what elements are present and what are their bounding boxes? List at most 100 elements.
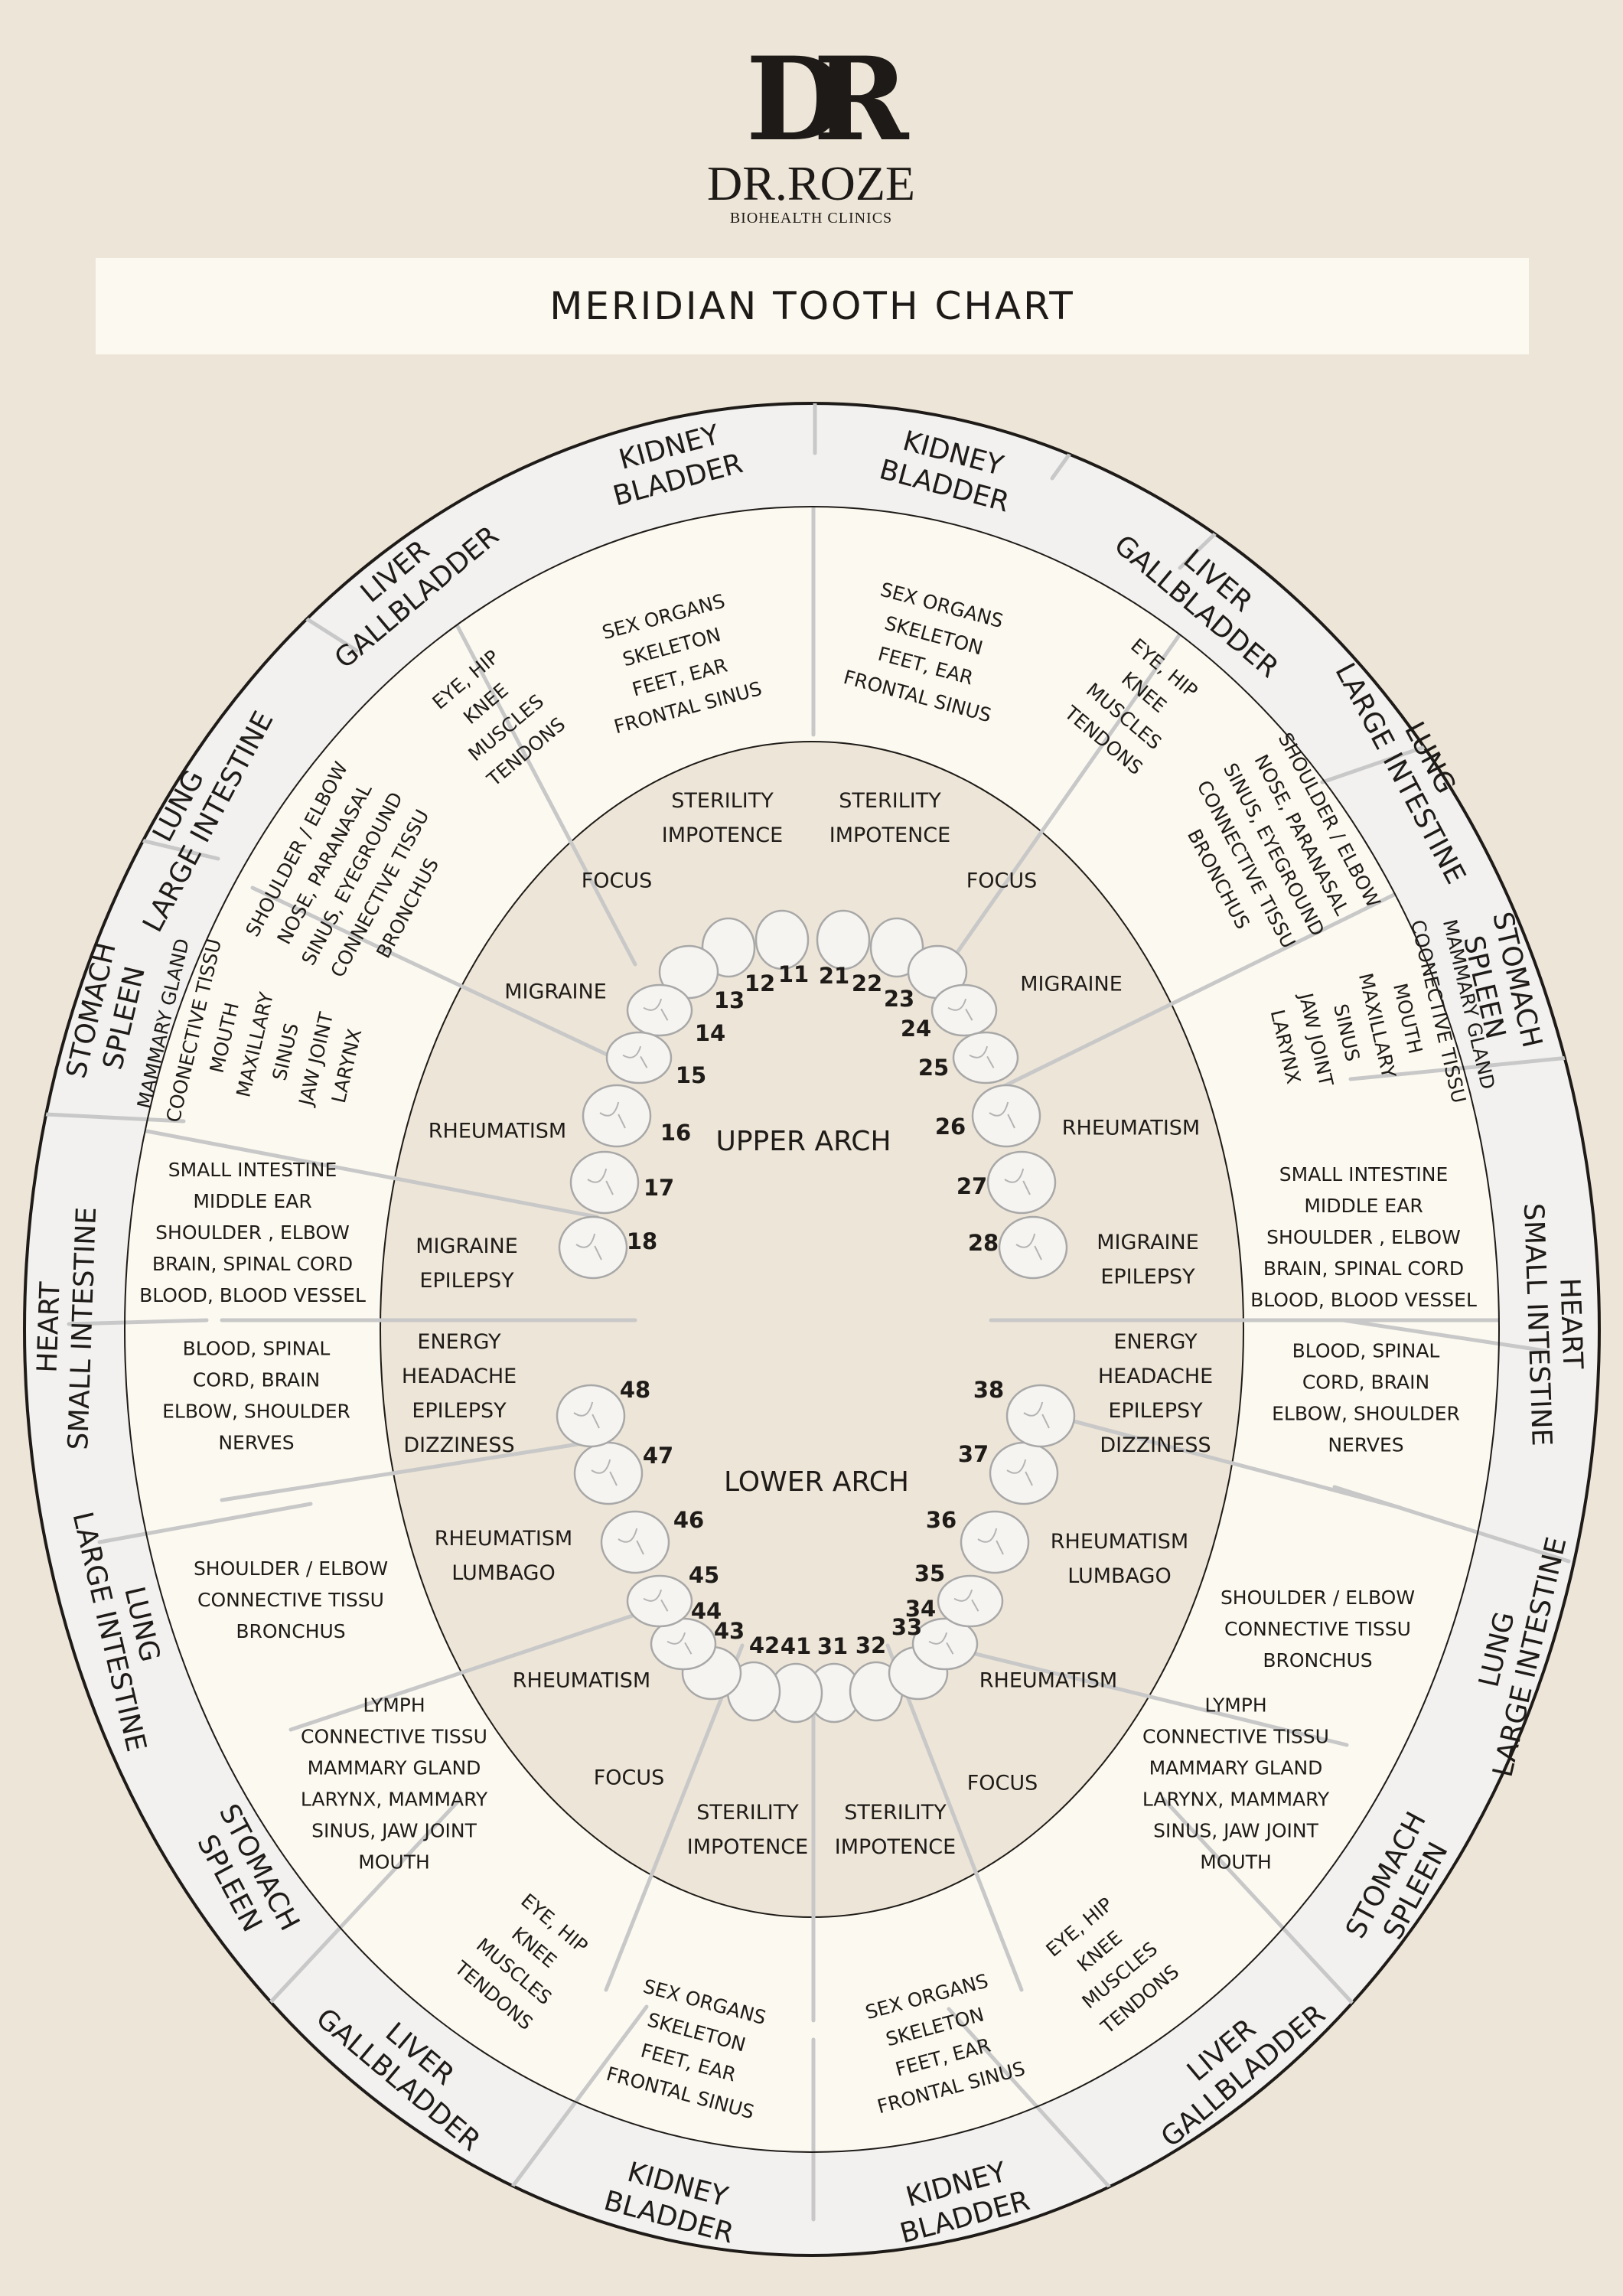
tooth-number: 22 xyxy=(852,970,882,996)
tooth-16[interactable] xyxy=(582,1084,652,1148)
divider-line xyxy=(1008,1402,1403,1510)
symptom-label: MIGRAINE xyxy=(1020,972,1123,996)
divider-line xyxy=(604,1643,745,1992)
tooth-17[interactable] xyxy=(569,1150,640,1215)
tooth-36[interactable] xyxy=(960,1510,1030,1574)
symptom-label: RHEUMATISM xyxy=(979,1668,1117,1692)
tooth-46[interactable] xyxy=(600,1510,670,1574)
tooth-number: 38 xyxy=(973,1377,1004,1403)
tooth-number: 21 xyxy=(819,963,849,989)
tooth-number: 36 xyxy=(926,1507,957,1533)
divider-line xyxy=(220,1437,614,1502)
middle-ring-border xyxy=(124,506,1500,2153)
divider-line xyxy=(250,885,645,1074)
tooth-14[interactable] xyxy=(626,983,693,1037)
tooth-number: 41 xyxy=(781,1633,811,1659)
tooth-number: 13 xyxy=(714,987,745,1013)
symptom-label: RHEUMATISM xyxy=(429,1119,566,1143)
divider-line xyxy=(885,1643,1024,1992)
tooth-11[interactable] xyxy=(754,909,810,970)
brand-tagline: BIOHEALTH CLINICS xyxy=(729,210,893,227)
symptom-label: FOCUS xyxy=(967,1771,1038,1795)
teeth-group xyxy=(556,909,1076,1724)
tooth-number: 27 xyxy=(957,1173,987,1199)
lower-arch-label: LOWER ARCH xyxy=(724,1466,909,1498)
tooth-number: 32 xyxy=(855,1632,886,1658)
tooth-38[interactable] xyxy=(1005,1384,1076,1448)
tooth-15[interactable] xyxy=(605,1031,673,1084)
divider-line xyxy=(985,889,1403,1097)
tooth-number: 18 xyxy=(627,1228,657,1254)
divider-line xyxy=(97,1502,313,1544)
tooth-number: 14 xyxy=(695,1020,725,1046)
tooth-number: 12 xyxy=(745,970,775,996)
tooth-number: 47 xyxy=(643,1443,673,1469)
brand-logo: DR DR.ROZE BIOHEALTH CLINICS xyxy=(658,32,964,227)
title-banner: MERIDIAN TOOTH CHART xyxy=(96,258,1529,354)
tooth-number: 45 xyxy=(689,1562,719,1588)
tooth-number: 31 xyxy=(817,1633,848,1659)
divider-line xyxy=(1348,1054,1586,1081)
tooth-35[interactable] xyxy=(937,1574,1004,1628)
tooth-number: 44 xyxy=(691,1598,722,1624)
divider-line xyxy=(174,533,359,653)
tooth-45[interactable] xyxy=(626,1574,693,1628)
tooth-number: 26 xyxy=(935,1114,966,1140)
tooth-26[interactable] xyxy=(971,1084,1041,1148)
brand-name: DR.ROZE xyxy=(707,156,915,210)
logo-monogram: DR xyxy=(745,32,909,167)
tooth-number: 35 xyxy=(914,1561,945,1587)
symptom-label: RHEUMATISM xyxy=(513,1668,650,1692)
tooth-number: 23 xyxy=(884,986,914,1012)
divider-line xyxy=(267,403,521,455)
tooth-number: 24 xyxy=(901,1016,931,1042)
symptom-label: FOCUS xyxy=(966,869,1038,892)
tooth-21[interactable] xyxy=(816,909,871,970)
tooth-number: 28 xyxy=(968,1230,999,1256)
tooth-47[interactable] xyxy=(573,1441,644,1505)
tooth-25[interactable] xyxy=(952,1031,1019,1084)
divider-line xyxy=(266,1796,463,2007)
tooth-number: 15 xyxy=(676,1062,706,1088)
tooth-number: 42 xyxy=(749,1632,780,1658)
tooth-24[interactable] xyxy=(930,983,998,1037)
tooth-number: 48 xyxy=(620,1377,650,1403)
tooth-number: 46 xyxy=(673,1507,704,1533)
tooth-number: 11 xyxy=(778,961,809,987)
tooth-37[interactable] xyxy=(989,1441,1059,1505)
tooth-27[interactable] xyxy=(986,1150,1057,1215)
symptom-label: RHEUMATISM xyxy=(1062,1116,1200,1140)
tooth-number: 43 xyxy=(714,1618,745,1644)
chart-rings xyxy=(23,402,1601,2257)
divider-line xyxy=(67,1318,209,1326)
tooth-28[interactable] xyxy=(998,1215,1068,1280)
tooth-48[interactable] xyxy=(556,1384,626,1448)
tooth-number: 17 xyxy=(644,1175,674,1201)
divider-line xyxy=(1178,403,1357,570)
tooth-34[interactable] xyxy=(911,1617,979,1671)
symptom-label: FOCUS xyxy=(594,1766,665,1789)
tooth-18[interactable] xyxy=(558,1215,628,1280)
divider-line xyxy=(1341,1318,1548,1353)
tooth-number: 37 xyxy=(958,1441,989,1467)
symptom-label: FOCUS xyxy=(582,869,653,892)
tooth-number: 25 xyxy=(918,1055,949,1081)
